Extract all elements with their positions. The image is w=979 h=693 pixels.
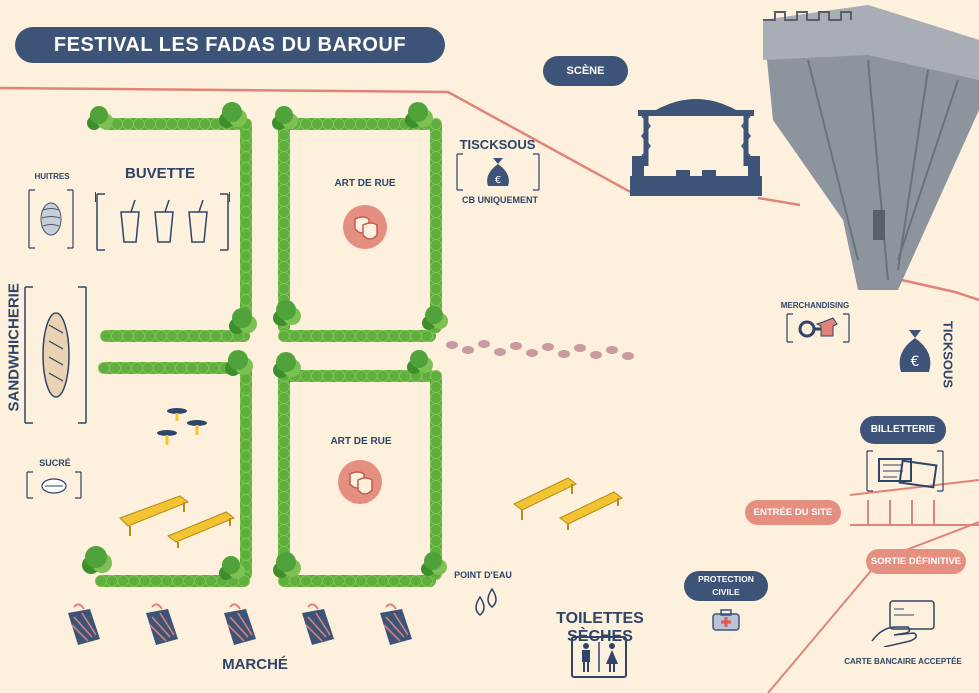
hedge bbox=[278, 118, 290, 333]
point-eau-label: POINT D'EAU bbox=[454, 570, 512, 580]
card-icon bbox=[871, 600, 935, 647]
buvette-box bbox=[95, 192, 230, 252]
scene-pill: SCÈNE bbox=[543, 56, 628, 86]
merchandising-label: MERCHANDISING bbox=[780, 301, 850, 310]
money-bag-icon: € bbox=[899, 330, 931, 372]
buvette-label: BUVETTE bbox=[124, 165, 195, 182]
tree bbox=[228, 350, 248, 370]
hedge bbox=[240, 362, 252, 580]
hedge bbox=[278, 370, 436, 382]
tree bbox=[408, 102, 428, 122]
medkit-icon bbox=[712, 609, 740, 631]
protection-civile-pill: PROTECTION CIVILE bbox=[684, 571, 768, 601]
stage-icon bbox=[630, 99, 762, 196]
tables-icon bbox=[157, 408, 207, 445]
shopping-bag-row bbox=[60, 603, 420, 648]
huitres-label: HUITRES bbox=[34, 172, 70, 181]
billetterie-pill: BILLETTERIE bbox=[860, 416, 946, 444]
hedge bbox=[278, 330, 436, 342]
tree bbox=[222, 102, 242, 122]
carte-bancaire-label: CARTE BANCAIRE ACCEPTÉE bbox=[844, 657, 962, 666]
money-bag-icon: € bbox=[456, 153, 540, 191]
toilets-icon bbox=[571, 636, 627, 678]
oyster-icon bbox=[28, 189, 74, 249]
art-de-rue-label-2: ART DE RUE bbox=[330, 436, 392, 447]
hedge bbox=[100, 118, 250, 130]
ticket-icon bbox=[866, 450, 944, 492]
hedge bbox=[100, 330, 250, 342]
svg-text:€: € bbox=[495, 175, 501, 186]
tree bbox=[232, 308, 252, 328]
sortie-definitive-pill: SORTIE DÉFINITIVE bbox=[866, 549, 966, 574]
tree bbox=[222, 556, 240, 574]
art-de-rue-label-1: ART DE RUE bbox=[334, 178, 396, 189]
tree bbox=[410, 350, 428, 368]
tree bbox=[275, 106, 293, 124]
merch-icon bbox=[786, 313, 850, 343]
cake-icon bbox=[26, 471, 82, 499]
hedge bbox=[430, 118, 442, 333]
entree-du-site-pill: ENTRÉE DU SITE bbox=[745, 500, 841, 525]
theater-masks-icon bbox=[338, 460, 382, 504]
marche-label: MARCHÉ bbox=[222, 656, 288, 673]
festival-title: FESTIVAL LES FADAS DU BAROUF bbox=[15, 27, 445, 63]
tree bbox=[276, 300, 296, 320]
hedge bbox=[430, 370, 442, 580]
hedge bbox=[98, 362, 250, 374]
tree bbox=[425, 306, 443, 324]
ticksous-top-label: TISCKSOUS bbox=[459, 137, 536, 152]
hedge bbox=[278, 370, 290, 580]
sandwhicherie-label: SANDWHICHERIE bbox=[5, 283, 23, 412]
benches-left bbox=[119, 495, 236, 548]
cup-icon bbox=[96, 193, 229, 251]
castle-icon bbox=[763, 5, 979, 290]
svg-text:€: € bbox=[911, 354, 920, 370]
hedge bbox=[278, 575, 436, 587]
tree bbox=[424, 552, 442, 570]
theater-masks-icon bbox=[343, 205, 387, 249]
tree bbox=[276, 352, 296, 372]
ticksous-right-label: TICKSOUS bbox=[940, 320, 956, 389]
shopping-bag-icon bbox=[68, 603, 100, 645]
sandwich-icon bbox=[24, 286, 87, 424]
tree bbox=[85, 546, 107, 568]
tree bbox=[90, 106, 108, 124]
hedge bbox=[95, 575, 250, 587]
tree bbox=[276, 552, 296, 572]
hedge bbox=[278, 118, 436, 130]
hedge bbox=[240, 118, 252, 333]
sucre-label: SUCRÉ bbox=[39, 458, 71, 468]
cb-uniquement-label: CB UNIQUEMENT bbox=[462, 195, 538, 205]
water-drops-icon bbox=[475, 587, 497, 616]
benches-right bbox=[513, 477, 623, 530]
